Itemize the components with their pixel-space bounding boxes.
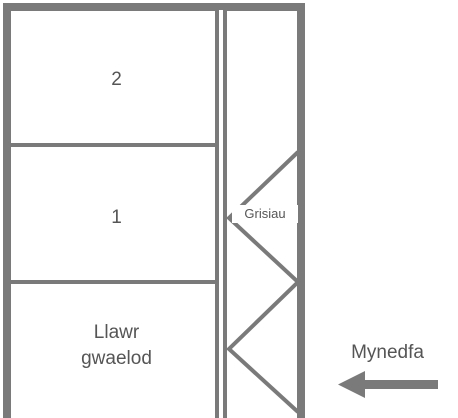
building-outline xyxy=(3,3,305,418)
entrance-arrow xyxy=(338,371,438,398)
staircase-zigzag xyxy=(226,150,301,414)
floor-label-2: 2 xyxy=(111,69,122,90)
entrance-label: Mynedfa xyxy=(351,342,424,363)
stairwell-wall-inner xyxy=(219,10,223,418)
stairs-label: Grisiau xyxy=(232,205,298,223)
floor-label-ground-line2: gwaelod xyxy=(81,348,152,369)
floor-label-1: 1 xyxy=(111,207,122,228)
floor-label-ground-line1: Llawr xyxy=(93,322,140,343)
